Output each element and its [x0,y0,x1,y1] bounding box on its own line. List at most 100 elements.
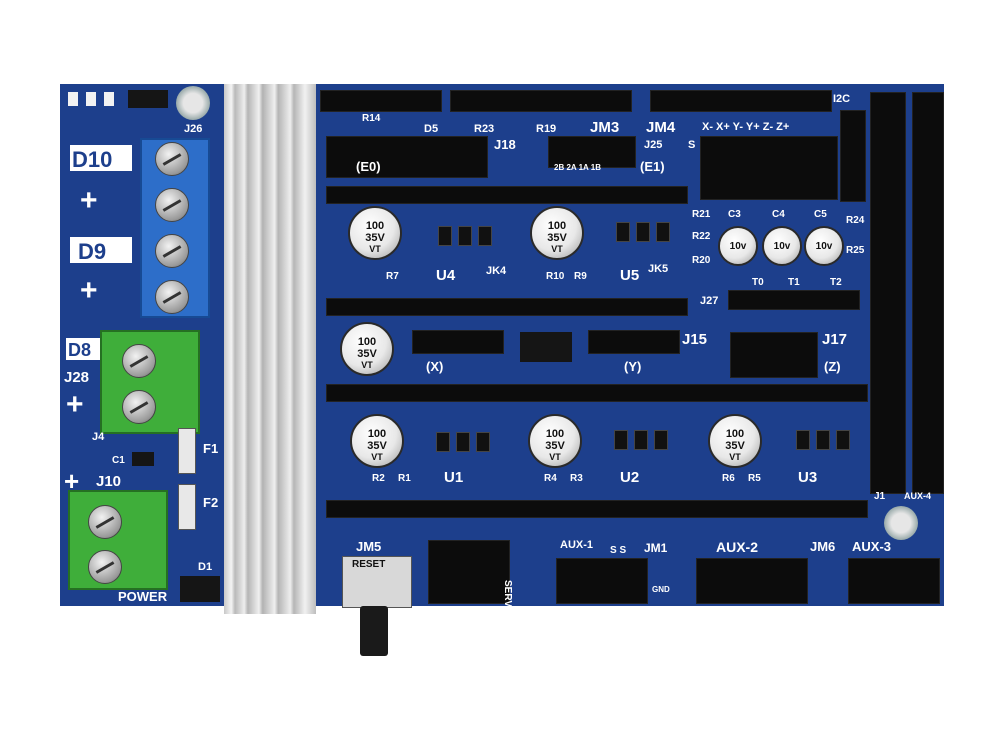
cap-5-line1: 100 [545,428,565,440]
chip-u7 [520,332,572,362]
header-thermistor [728,290,860,310]
label-plus-d10: + [80,184,98,217]
label-r14: R14 [362,113,381,124]
label-j10: J10 [96,473,122,490]
header-e0 [326,136,488,178]
label-aux4: AUX-4 [904,491,932,501]
label-aux1: AUX-1 [560,539,594,551]
jumper-u4-3[interactable] [478,226,492,246]
fuse-f1 [178,428,196,474]
header-top-2 [450,90,632,112]
label-r9: R9 [574,271,587,282]
label-r2: R2 [372,473,385,484]
small-cap-c3: 10v [718,226,758,266]
cap-4-line1: 100 [367,428,387,440]
header-z [730,332,818,378]
capacitor-2: 100 35V VT [530,206,584,260]
jumper-u2-2[interactable] [634,430,648,450]
jumper-u2-3[interactable] [654,430,668,450]
label-r10: R10 [546,271,565,282]
small-cap-c5: 10v [804,226,844,266]
label-j15: J15 [682,331,708,348]
label-r24: R24 [846,215,865,226]
label-r5: R5 [748,473,761,484]
label-reset: RESET [352,559,386,570]
label-plus-d9: + [80,274,98,307]
jumper-u3-2[interactable] [816,430,830,450]
led-1 [68,92,78,106]
label-r3: R3 [570,473,583,484]
cap-3-line1: 100 [357,336,377,348]
diode-d1 [180,576,220,602]
label-jm6: JM6 [810,539,836,554]
label-u3: U3 [798,469,818,486]
screw-2[interactable] [155,188,189,222]
label-c3: C3 [728,209,741,220]
label-j28: J28 [64,369,90,386]
label-y: (Y) [624,359,642,374]
endstop-headers [700,136,838,200]
label-jm1: JM1 [644,541,668,555]
screw-d8-2[interactable] [122,390,156,424]
driver-socket-row-4 [326,500,868,518]
jumper-u3-3[interactable] [836,430,850,450]
screw-4[interactable] [155,280,189,314]
header-y [588,330,680,354]
heatsink [224,84,316,614]
capacitor-5: 100 35V VT [528,414,582,468]
led-3 [104,92,114,106]
jumper-u4-2[interactable] [458,226,472,246]
label-j26: J26 [184,123,203,135]
screw-power-2[interactable] [88,550,122,584]
jumper-u1-1[interactable] [436,432,450,452]
label-r1: R1 [398,473,411,484]
jumper-u2-1[interactable] [614,430,628,450]
screw-d8-1[interactable] [122,344,156,378]
header-right-1 [870,92,906,494]
label-c4: C4 [772,209,785,220]
jumper-u5-3[interactable] [656,222,670,242]
screw-power-1[interactable] [88,505,122,539]
driver-socket-row-1 [326,186,688,204]
label-u5: U5 [620,267,640,284]
jumper-u4-1[interactable] [438,226,452,246]
label-x: (X) [426,359,444,374]
label-f1: F1 [203,441,219,456]
led-2 [86,92,96,106]
driver-socket-row-3 [326,384,868,402]
cap-3-line2: 35V [357,348,377,360]
label-d9: D9 [78,239,107,264]
fuse-f2 [178,484,196,530]
capacitor-3: 100 35V VT [340,322,394,376]
label-d5: D5 [424,123,439,135]
label-j25: J25 [644,139,663,151]
label-s: S [688,139,696,151]
label-aux2: AUX-2 [716,539,759,555]
header-top-3 [650,90,832,112]
mounting-hole-top-left [176,86,210,120]
header-top-1 [320,90,442,112]
label-servos: SERVOS [502,580,513,622]
i2c-header [840,110,866,202]
reset-button-plunger[interactable] [360,606,388,656]
header-e1 [548,136,636,168]
label-d10-box [70,145,132,171]
jumper-u5-2[interactable] [636,222,650,242]
label-power: POWER [118,589,168,604]
jumper-u5-1[interactable] [616,222,630,242]
label-jk5: JK5 [648,263,669,275]
label-i2c: I2C [833,93,851,105]
screw-3[interactable] [155,234,189,268]
screw-1[interactable] [155,142,189,176]
jumper-u3-1[interactable] [796,430,810,450]
label-u1: U1 [444,469,464,486]
label-r21: R21 [692,209,711,220]
small-cap-c4: 10v [762,226,802,266]
label-r6: R6 [722,473,735,484]
label-d10: D10 [72,147,113,172]
label-t2: T2 [830,277,842,288]
label-plus-power: + [64,466,80,496]
small-cap-c3-text: 10v [729,241,747,252]
jumper-u1-2[interactable] [456,432,470,452]
jumper-u1-3[interactable] [476,432,490,452]
